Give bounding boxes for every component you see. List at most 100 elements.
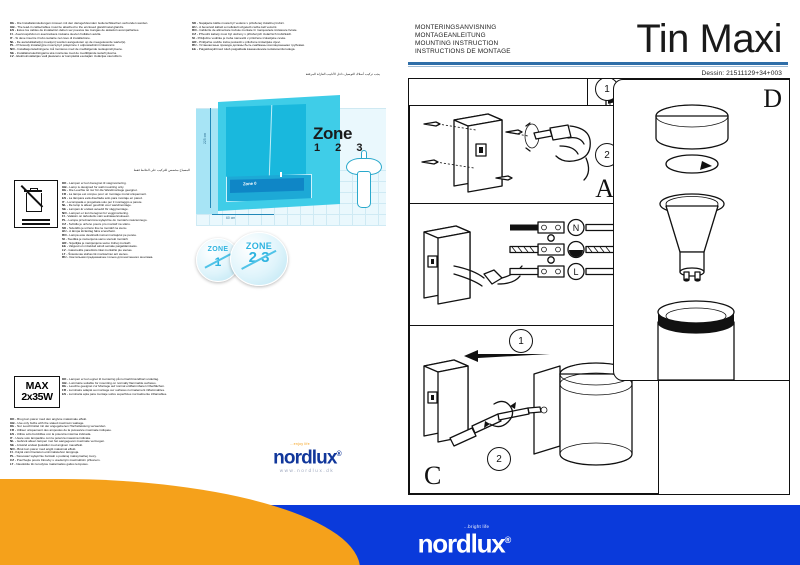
height-dimension-line xyxy=(210,108,211,208)
safety-left-line: ES - Estos los cables de instalación deb… xyxy=(10,28,140,33)
safety-bottom-line: IT - Usare solo lampadine con la potenza… xyxy=(10,435,91,440)
page-title: Tin Maxi xyxy=(636,17,782,61)
safety-right-line: RO - Cablurile de alimentare trebuie mon… xyxy=(192,28,298,33)
step-circle-1-c: 1 xyxy=(509,329,533,353)
header-language-de: MONTAGEANLEITUNG xyxy=(415,32,486,40)
zone-0-label: Zone 0 xyxy=(243,180,257,187)
safety-left-line: LV - Elektroinstalācijas vadi jāsavieno … xyxy=(10,54,123,59)
safety-left-line: GB - The lead-in cable/cables must be at… xyxy=(10,24,125,29)
safety-left-line: NL - De aansluitkabel(s) moet(en) worden… xyxy=(10,39,127,44)
rotation-arrow-icon xyxy=(665,154,719,174)
safety-mid-line: SE - Lampan är endast avsedd för väggmon… xyxy=(62,207,129,212)
nordlux-wordmark: nordlux® xyxy=(273,447,342,469)
safety-bottom-line: FI - Käytä vain ilmoitetun enimmäistehon… xyxy=(10,450,80,455)
safety-mid-line: GB - Lamp is designed for wall mounting … xyxy=(62,184,125,189)
max-wattage-label: MAX xyxy=(25,380,49,393)
safety-bottom-line: GB - Use only bulbs with the stated maxi… xyxy=(10,420,85,425)
safety-mid-line: DE - Die Leuchte ist nur für die Wandmon… xyxy=(62,188,138,193)
safety-bottom-line: DE - Nur Leuchtmittel mit der angegebene… xyxy=(10,424,107,429)
max-wattage-badge: MAX 2x35W xyxy=(14,376,60,408)
safety-mid-line: SI - Svetilka je namenjena samo stenski … xyxy=(62,236,129,241)
step-c-letter: C xyxy=(424,461,442,490)
safety-bottom-line: FR - Utiliser uniquement des ampoules de… xyxy=(10,428,112,433)
safety-right-line: EE - Paigaldusjuhtmed tuleb paigaldada k… xyxy=(192,47,296,52)
washbasin xyxy=(346,148,382,208)
safety-low-line: DK - Lampen er kun egnet til montering p… xyxy=(62,377,160,381)
safety-mid-line: RO - Lampa este destinată numai montajul… xyxy=(62,233,137,238)
terminal-label-n: N xyxy=(573,223,580,233)
nordlux-tagline: ...enjoy life xyxy=(290,442,310,446)
safety-left-line: PL - Przewody instalacyjne muszą być poł… xyxy=(10,43,116,48)
safety-mid-line: SK - Svietidlo je určené iba na montáž n… xyxy=(62,225,128,230)
zone-word-label: Zone xyxy=(313,124,353,143)
width-dimension-line xyxy=(212,214,274,215)
screwdriver-hand-icon xyxy=(524,122,591,181)
safety-right-line: HR - Priključne vodiče treba postaviti u… xyxy=(192,39,281,44)
safety-mid-line: LT - Šviestuvas skirtas tik montavimui a… xyxy=(62,251,129,256)
left-wall xyxy=(196,94,218,214)
zone-1-2-volume xyxy=(226,104,306,180)
safety-left-line: NO - Installasjonsledningene må monteres… xyxy=(10,47,123,52)
header-language-list: MONTERINGSANVISNING MONTAGEANLEITUNG MOU… xyxy=(415,24,511,56)
safety-low-line: GB - Luminaire suitable for mounting on … xyxy=(62,380,157,385)
registered-mark: ® xyxy=(336,451,342,458)
earth-symbol-icon xyxy=(569,250,583,257)
safety-bottom-line: CZ - Používejte pouze žárovky s uvedeným… xyxy=(10,457,101,462)
safety-mid-line: LV - Gaismeklis paredzēts tikai montāžai… xyxy=(62,247,133,252)
lamp-top-cap xyxy=(655,104,729,150)
safety-right-line: RU - Установочные провода должны быть сн… xyxy=(192,43,305,48)
safety-text-column-low: DK - Lampen er kun egnet til montering p… xyxy=(62,377,190,397)
safety-low-line: ES - Luminaria apta para montaje sobre s… xyxy=(62,391,168,396)
registered-mark: ® xyxy=(504,535,512,546)
step-circle-2-c: 2 xyxy=(487,447,511,471)
safety-right-line: SI - Priključne vodnike je treba namesti… xyxy=(192,35,287,40)
nordlux-url: www.nordlux.dk xyxy=(279,468,335,474)
safety-mid-line: PL - Lampa przeznaczona wyłącznie do mon… xyxy=(62,218,148,223)
footer-orange-arc xyxy=(0,479,360,565)
safety-mid-line: ES - La lámpara está diseñada sólo para … xyxy=(62,195,143,200)
terminal-label-l: L xyxy=(573,267,578,277)
nordlux-footer-wordmark: nordlux® xyxy=(417,529,512,559)
step-d-panel: D xyxy=(613,79,789,381)
safety-bottom-line: SE - Använd endast ljuskällor med angive… xyxy=(10,443,83,448)
wire-neutral xyxy=(510,224,538,231)
safety-left-line: IT - Si deve inserire il tubo isolante n… xyxy=(10,35,91,40)
safety-mid-line: NL - De lamp is alleen geschikt voor wan… xyxy=(62,203,132,208)
safety-mid-line: CZ - Svítidlo je určeno pouze pro montáž… xyxy=(62,221,131,226)
header-language-fr: INSTRUCTIONS DE MONTAGE xyxy=(415,48,511,56)
safety-text-column-left: DE - Die Installationsleitungen müssen m… xyxy=(10,21,190,59)
lamp-body-lower xyxy=(657,300,735,380)
safety-mid-line: NO - Lampen er kun beregnet for veggmont… xyxy=(62,210,129,215)
wire-live xyxy=(509,267,539,276)
safety-bottom-line: LT - Naudokite tik nurodytos maksimalios… xyxy=(10,461,89,466)
gu10-bulb-icon xyxy=(659,193,725,282)
safety-left-line: SE - Installationsledningarna ska monter… xyxy=(10,50,117,55)
safety-mid-line: FI - Valaisin on tarkoitettu vain seinäa… xyxy=(62,214,130,219)
drawing-number: Dessin: 21511129+34+003 xyxy=(701,70,782,77)
safety-bottom-line: NO - Bruk kun pærer med angitt maksimal … xyxy=(10,446,77,451)
safety-bottom-line: ES - Utilice sólo bombillas con la poten… xyxy=(10,431,92,436)
bathtub-tap-icon xyxy=(280,172,282,177)
nordlux-footer-tagline: ...bright life xyxy=(463,524,490,530)
zone-approval-badges: ZONE 1 ZONE 2 3 xyxy=(196,232,316,286)
assembly-guidelines xyxy=(435,123,529,169)
safety-mid-line: DK - Lampen er kun beregnet til vægmonte… xyxy=(62,181,127,185)
header-language-da: MONTERINGSANVISNING xyxy=(415,24,497,31)
safety-bottom-line: NL - Gebruik alleen lampen met het aange… xyxy=(10,439,105,444)
arabic-note-top: يجب تركيب أسلاك التوصيل داخل الأنابيب ال… xyxy=(305,72,380,76)
nordlux-logo-footer: ...bright life nordlux® xyxy=(417,524,512,559)
zone-badge-2-3-title: ZONE xyxy=(245,241,273,251)
header-divider-secondary xyxy=(408,66,788,67)
step-b-panel: N L B xyxy=(409,203,641,327)
safety-mid-line: IT - La lampada è progettata solo per il… xyxy=(62,199,143,204)
lamp-cylinder-body xyxy=(533,362,633,466)
weee-disposal-icon xyxy=(14,180,58,228)
wall-bracket-drawing-b xyxy=(423,225,471,305)
safety-mid-line: HU - A lámpa kizárólag falra szerelhető. xyxy=(62,229,116,234)
safety-mid-line: EE - Valgusti on mõeldud ainult seinale … xyxy=(62,244,138,249)
safety-bottom-line: PL - Stosować wyłącznie żarówki o podane… xyxy=(10,454,97,459)
safety-right-line: CZ - Přívodní kabely musí být uloženy v … xyxy=(192,32,293,37)
safety-mid-line: HR - Svjetiljka je namijenjena samo zidn… xyxy=(62,240,132,245)
width-dimension-label: 60 cm xyxy=(226,216,236,220)
